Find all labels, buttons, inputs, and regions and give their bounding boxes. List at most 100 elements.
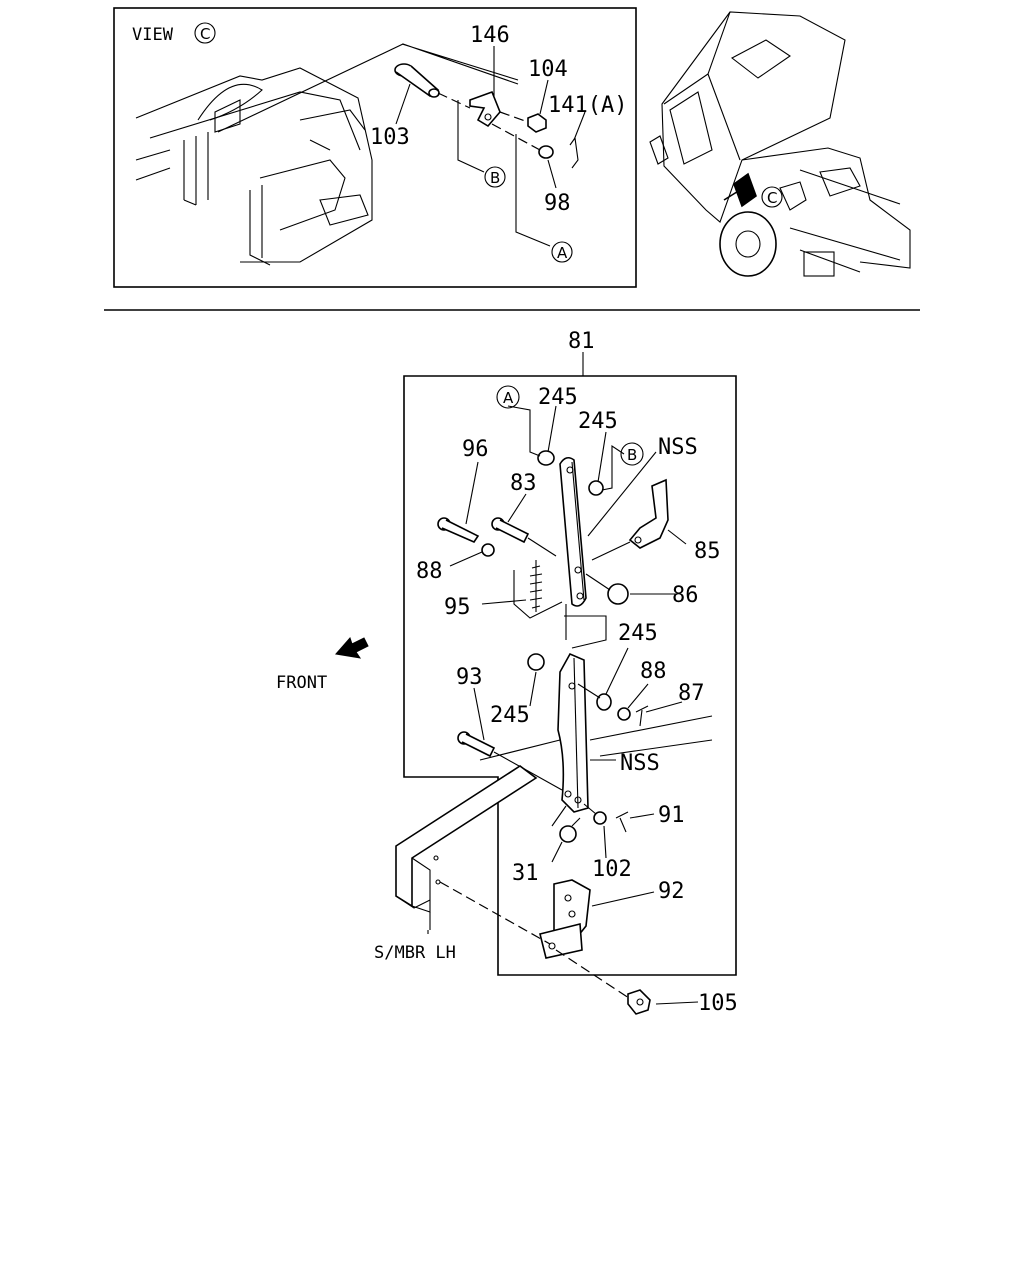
inset-view-c: VIEW C: [113, 7, 637, 288]
nut-104: [527, 113, 547, 133]
label-88-b: 88: [640, 659, 667, 684]
truck-view-ref-circle: [761, 186, 783, 208]
leader-95: [481, 599, 527, 605]
leader-102: [603, 825, 607, 859]
assembly-81-outline: [403, 375, 737, 976]
leader-83: [507, 493, 527, 523]
leader-92: [591, 891, 655, 907]
inset-view-ref-circle: [194, 22, 216, 44]
washer-102: [593, 811, 607, 825]
label-83: 83: [510, 471, 537, 496]
leader-88-a: [449, 551, 483, 567]
lower-link-arm: [557, 652, 589, 813]
arm-connection: [564, 604, 607, 649]
bushing-245-upper: [537, 450, 555, 466]
cotter-pin-87: [635, 705, 649, 727]
bracket-85: [628, 478, 669, 549]
label-86: 86: [672, 583, 699, 608]
leader-245-c: [605, 647, 629, 695]
label-105: 105: [698, 991, 738, 1016]
label-91: 91: [658, 803, 685, 828]
label-98: 98: [544, 191, 571, 216]
leader-88-b: [627, 683, 649, 709]
leader-31: [551, 841, 563, 863]
pin-103: [394, 63, 440, 98]
label-87: 87: [678, 681, 705, 706]
leader-245-b: [597, 431, 607, 483]
main-ref-b-circle: [620, 442, 644, 466]
ring-86-axis: [585, 573, 611, 591]
bushing-245-upper-right: [588, 480, 604, 496]
front-arrow: [335, 637, 369, 659]
ref-b-circle: [484, 166, 506, 188]
bracket-146: [469, 90, 501, 128]
lower-upper-axis: [577, 683, 601, 699]
leader-ref-b: [457, 100, 485, 173]
main-ref-a-label: A: [503, 389, 514, 407]
leader-96: [465, 461, 479, 525]
bolt-93: [457, 731, 496, 758]
bolt-96: [437, 517, 480, 544]
label-95: 95: [444, 595, 471, 620]
cotter-pin-91: [615, 811, 629, 833]
label-103: 103: [370, 125, 410, 150]
truck-sketch: C: [649, 11, 911, 277]
bracket-92: [539, 879, 591, 959]
label-93: 93: [456, 665, 483, 690]
label-smbr-lh: S/MBR LH: [374, 943, 456, 963]
bolt-105-axis: [555, 949, 633, 1001]
washer-98: [538, 145, 554, 159]
ring-86: [607, 583, 629, 605]
leader-103: [395, 83, 411, 125]
inset-view-ref: C: [200, 25, 210, 43]
leader-141: [573, 111, 586, 141]
washer-31-frame: [551, 805, 581, 827]
label-141a: 141(A): [548, 93, 627, 118]
clip-141: [569, 136, 579, 169]
leader-98: [547, 159, 557, 189]
label-245-b: 245: [578, 409, 618, 434]
inset-frame: [113, 7, 637, 288]
spring-95-frame: [513, 570, 563, 619]
side-member-edge: [479, 715, 713, 761]
label-88-a: 88: [416, 559, 443, 584]
bracket-85-hole: [634, 536, 642, 544]
bushing-245-lower-right: [596, 693, 612, 711]
label-85: 85: [694, 539, 721, 564]
main-ref-a-circle: [496, 385, 520, 409]
leader-nss-2: [590, 739, 713, 761]
washer-88-lower: [617, 707, 631, 721]
label-245-c: 245: [618, 621, 658, 646]
bracket-92-axis: [439, 881, 551, 945]
leader-85: [667, 529, 687, 545]
leader-104: [539, 79, 549, 115]
leader-ref-a: [507, 405, 541, 457]
bushing-245-lower: [527, 653, 545, 671]
front-label: FRONT: [276, 673, 327, 693]
leader-93: [473, 687, 485, 741]
leader-245-d: [529, 671, 537, 707]
leader-91: [629, 813, 655, 819]
label-96: 96: [462, 437, 489, 462]
bracket-146-hole: [484, 113, 492, 121]
bolt-83-axis: [527, 537, 557, 557]
washer-88-upper: [481, 543, 495, 557]
label-146: 146: [470, 23, 510, 48]
inset-axis-1: [437, 92, 471, 109]
label-31: 31: [512, 861, 539, 886]
label-81: 81: [568, 329, 595, 354]
inset-axis-3: [491, 123, 541, 151]
truck-view-ref: C: [767, 189, 777, 207]
cab-structure-sketch: [135, 67, 373, 266]
bolt-83: [491, 517, 530, 544]
label-104: 104: [528, 57, 568, 82]
main-ref-b-label: B: [627, 446, 637, 464]
leader-nss-1: [587, 451, 657, 537]
inset-leader-frame: [217, 43, 519, 133]
leader-105: [655, 1001, 699, 1005]
leader-245-a: [547, 405, 557, 453]
label-102: 102: [592, 857, 632, 882]
main-assembly: 81: [276, 329, 738, 1016]
ref-b-label: B: [490, 169, 500, 187]
label-nss-1: NSS: [658, 435, 698, 460]
